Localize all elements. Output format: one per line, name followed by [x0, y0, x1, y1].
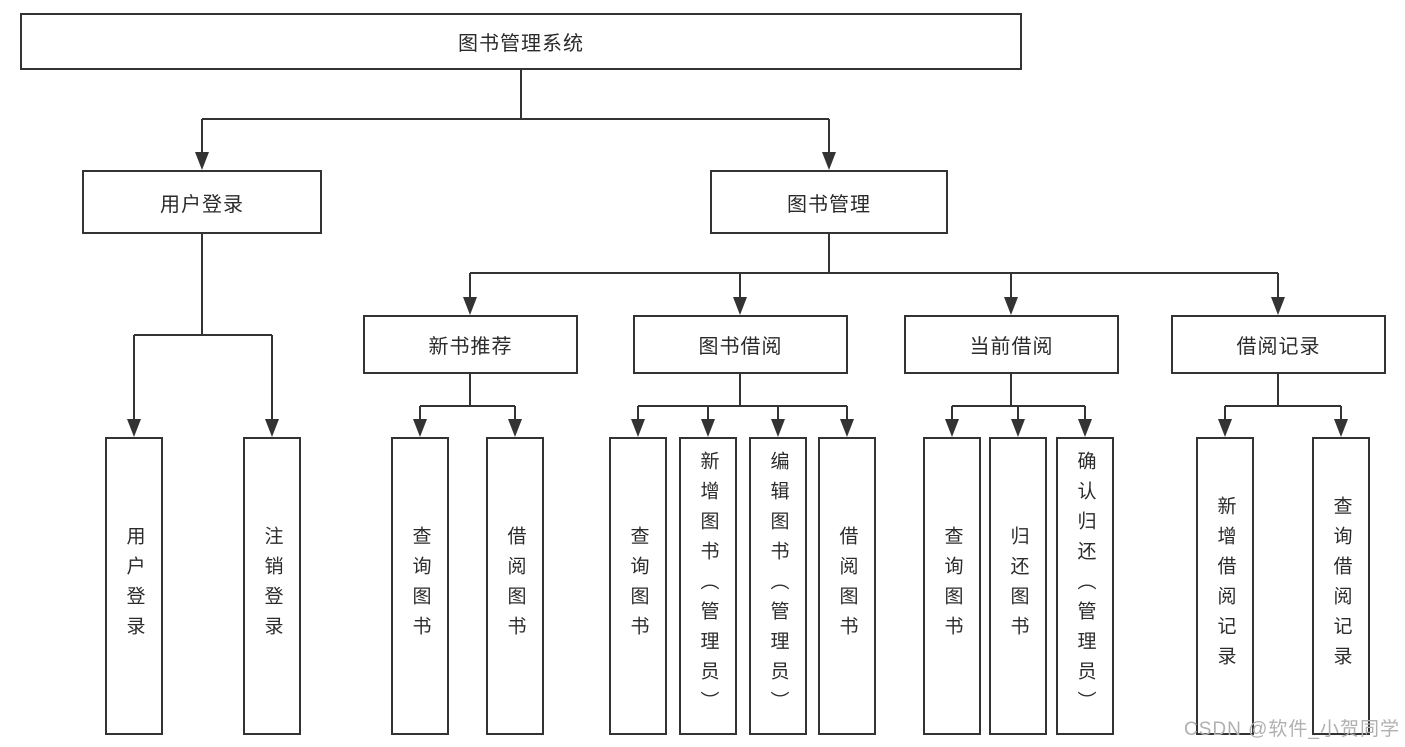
leaf-label: 新增图书（管理员） [697, 451, 719, 721]
arrowheads [127, 152, 1348, 437]
node-library-management-system: 图书管理系统 [20, 13, 1022, 70]
leaf-add-books-admin: 新增图书（管理员） [679, 437, 737, 735]
node-label: 当前借阅 [969, 336, 1054, 358]
leaf-borrow-books-borrowing: 借阅图书 [818, 437, 876, 735]
leaf-label: 用户登录 [123, 526, 145, 646]
node-label: 图书借阅 [698, 336, 783, 358]
leaf-label: 查询图书 [627, 526, 649, 646]
node-book-management-module: 图书管理 [710, 170, 948, 234]
watermark: CSDN @软件_小贺同学 [1184, 719, 1400, 740]
leaf-label: 借阅图书 [836, 526, 858, 646]
node-label: 新书推荐 [428, 336, 513, 358]
leaf-add-borrow-record: 新增借阅记录 [1196, 437, 1254, 735]
node-user-login-module: 用户登录 [82, 170, 322, 234]
leaf-label: 查询图书 [409, 526, 431, 646]
leaf-confirm-return-admin: 确认归还（管理员） [1056, 437, 1114, 735]
leaf-borrow-books-recommend: 借阅图书 [486, 437, 544, 735]
leaf-query-borrow-record: 查询借阅记录 [1312, 437, 1370, 735]
leaf-query-books-recommend: 查询图书 [391, 437, 449, 735]
leaf-logout: 注销登录 [243, 437, 301, 735]
leaf-label: 编辑图书（管理员） [767, 451, 789, 721]
node-label: 图书管理 [787, 193, 871, 216]
node-book-borrowing: 图书借阅 [633, 315, 848, 374]
leaf-label: 查询借阅记录 [1330, 496, 1352, 676]
leaf-label: 查询图书 [941, 526, 963, 646]
leaf-user-login: 用户登录 [105, 437, 163, 735]
node-label: 用户登录 [160, 193, 244, 216]
leaf-query-books-borrowing: 查询图书 [609, 437, 667, 735]
node-borrow-records: 借阅记录 [1171, 315, 1386, 374]
leaf-query-books-current: 查询图书 [923, 437, 981, 735]
node-current-borrowing: 当前借阅 [904, 315, 1119, 374]
node-label: 图书管理系统 [458, 33, 584, 55]
leaf-return-books: 归还图书 [989, 437, 1047, 735]
leaf-label: 新增借阅记录 [1214, 496, 1236, 676]
leaf-label: 注销登录 [261, 526, 283, 646]
leaf-label: 借阅图书 [504, 526, 526, 646]
leaf-label: 确认归还（管理员） [1074, 451, 1096, 721]
node-new-book-recommend: 新书推荐 [363, 315, 578, 374]
leaf-edit-books-admin: 编辑图书（管理员） [749, 437, 807, 735]
connector-paths [133, 70, 1342, 420]
leaf-label: 归还图书 [1007, 526, 1029, 646]
node-label: 借阅记录 [1236, 336, 1321, 358]
